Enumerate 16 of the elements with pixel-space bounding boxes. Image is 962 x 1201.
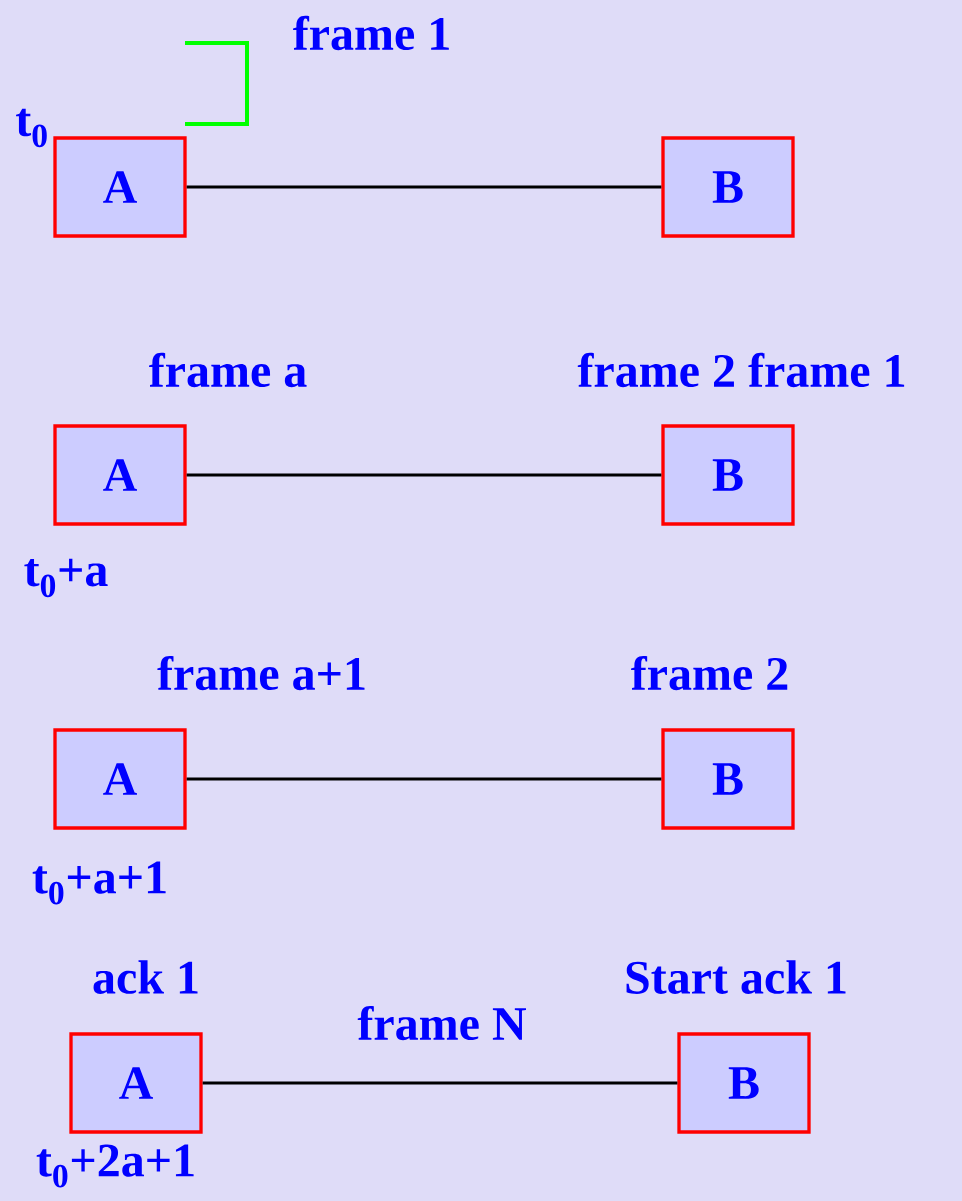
frame-label: frame N	[357, 1005, 526, 1041]
frame-label: t$_{0}$+a	[24, 558, 108, 598]
station-box: A	[53, 728, 187, 830]
station-box: A	[69, 1032, 203, 1134]
link-line	[186, 473, 662, 477]
station-box: B	[661, 424, 795, 526]
link-line	[202, 1081, 678, 1085]
station-box: A	[53, 424, 187, 526]
station-box: B	[677, 1032, 811, 1134]
station-box: A	[53, 136, 187, 238]
frame-label: t$_{0}$+a+1	[32, 861, 166, 905]
station-box: B	[661, 728, 795, 830]
link-line	[186, 185, 662, 189]
station-box: B	[661, 136, 795, 238]
frame-label: frame 1	[293, 15, 449, 51]
link-line	[186, 777, 662, 781]
